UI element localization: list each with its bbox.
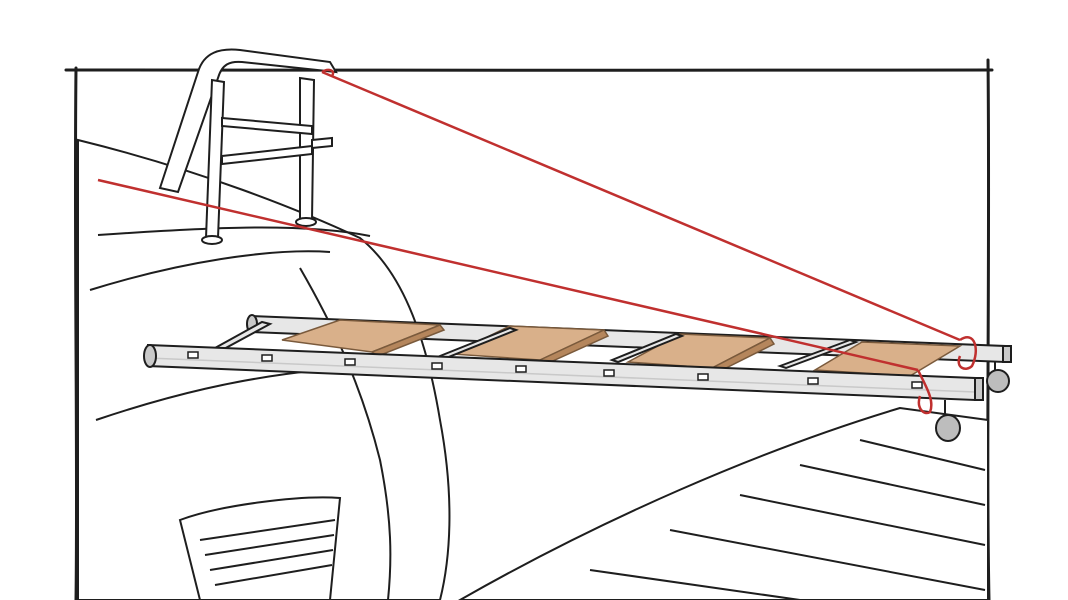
dock-plank-line <box>669 529 986 591</box>
ladder-rung <box>609 332 685 364</box>
hull-chine-line <box>89 250 331 291</box>
dock-surface <box>457 406 989 600</box>
rail-foot <box>201 235 223 245</box>
step-line <box>204 534 335 556</box>
rail-slot <box>911 381 923 389</box>
ladder-rungs <box>212 320 860 370</box>
red-mooring-lines <box>97 68 977 415</box>
ladder-wheel <box>935 414 961 442</box>
hull-lower-line <box>95 369 321 421</box>
rail-slot <box>431 362 443 370</box>
ladder-wheels <box>935 362 1010 442</box>
rail-slot <box>807 377 819 385</box>
hull-gunwale-line <box>97 226 371 237</box>
rail-lower-bar <box>221 144 313 166</box>
frame-top-line <box>64 67 994 73</box>
hull-transom-curve <box>299 267 392 600</box>
rail-foot <box>295 217 317 227</box>
ladder-wheel <box>986 369 1010 393</box>
stern-pulpit-rail <box>158 48 338 245</box>
dock-plank-line <box>799 464 986 506</box>
platform-recess <box>178 496 342 600</box>
frame-left-line <box>73 66 79 600</box>
upper-line <box>321 70 961 342</box>
rail-slot <box>515 365 527 373</box>
ladder-rail-end <box>143 344 157 368</box>
step-line <box>199 519 336 541</box>
dock-plank-line <box>589 569 801 600</box>
dock-boards <box>457 406 989 600</box>
rail-slot <box>187 351 199 359</box>
wooden-planks <box>281 319 963 377</box>
upper-line-knot <box>957 336 977 370</box>
rail-upper-bar <box>221 116 313 136</box>
rail-side-stub <box>311 136 333 150</box>
swim-platform-steps <box>178 496 342 600</box>
lower-line-knot <box>916 369 933 415</box>
ladder-end-cap <box>1002 345 1012 363</box>
rail-shade-line <box>147 357 976 393</box>
rail-slot <box>261 354 273 362</box>
lower-line <box>97 178 919 372</box>
rail-slot <box>344 358 356 366</box>
rail-slots <box>187 351 923 389</box>
rail-top-bend <box>158 48 338 194</box>
step-line <box>209 549 334 571</box>
rail-slot <box>603 369 615 377</box>
dock-plank-line <box>859 439 986 471</box>
step-line <box>214 564 333 586</box>
boarding-ladder <box>143 314 1012 402</box>
dock-plank-line <box>739 494 986 546</box>
rail-tie <box>321 68 335 77</box>
ladder-end-cap <box>974 377 984 401</box>
rail-slot <box>697 373 709 381</box>
